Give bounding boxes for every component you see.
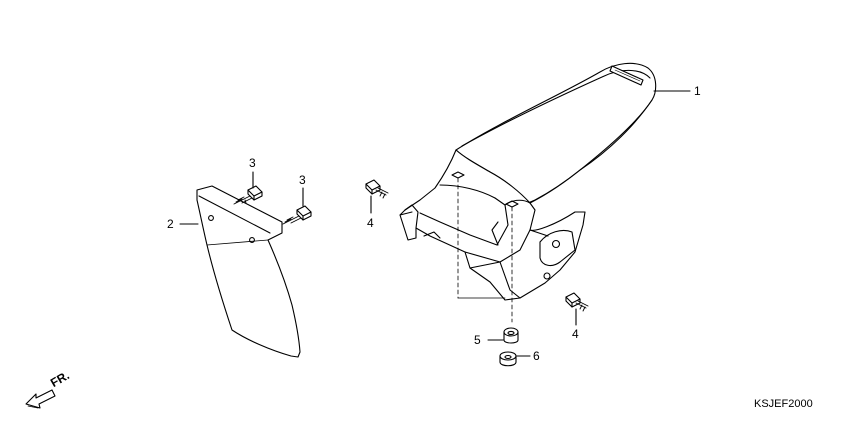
callout-1: 1 <box>694 84 701 98</box>
bolt-3-lower <box>282 205 312 225</box>
mudguard-flap <box>196 185 301 358</box>
front-direction-arrow-icon <box>25 389 56 409</box>
callout-2: 2 <box>167 217 174 231</box>
bolt-4-lower <box>565 292 589 312</box>
rear-fender <box>399 62 657 323</box>
nut <box>499 351 517 367</box>
callout-6: 6 <box>533 349 540 363</box>
diagram-code: KSJEF2000 <box>754 398 813 410</box>
callout-4-upper: 4 <box>367 216 374 230</box>
bolt-3-upper <box>233 185 263 205</box>
callout-3-lower: 3 <box>299 173 306 187</box>
grommet <box>503 327 519 344</box>
callout-5: 5 <box>474 333 481 347</box>
callout-3-upper: 3 <box>249 156 256 170</box>
callout-4-lower: 4 <box>572 327 579 341</box>
bolt-4-upper <box>365 179 389 199</box>
